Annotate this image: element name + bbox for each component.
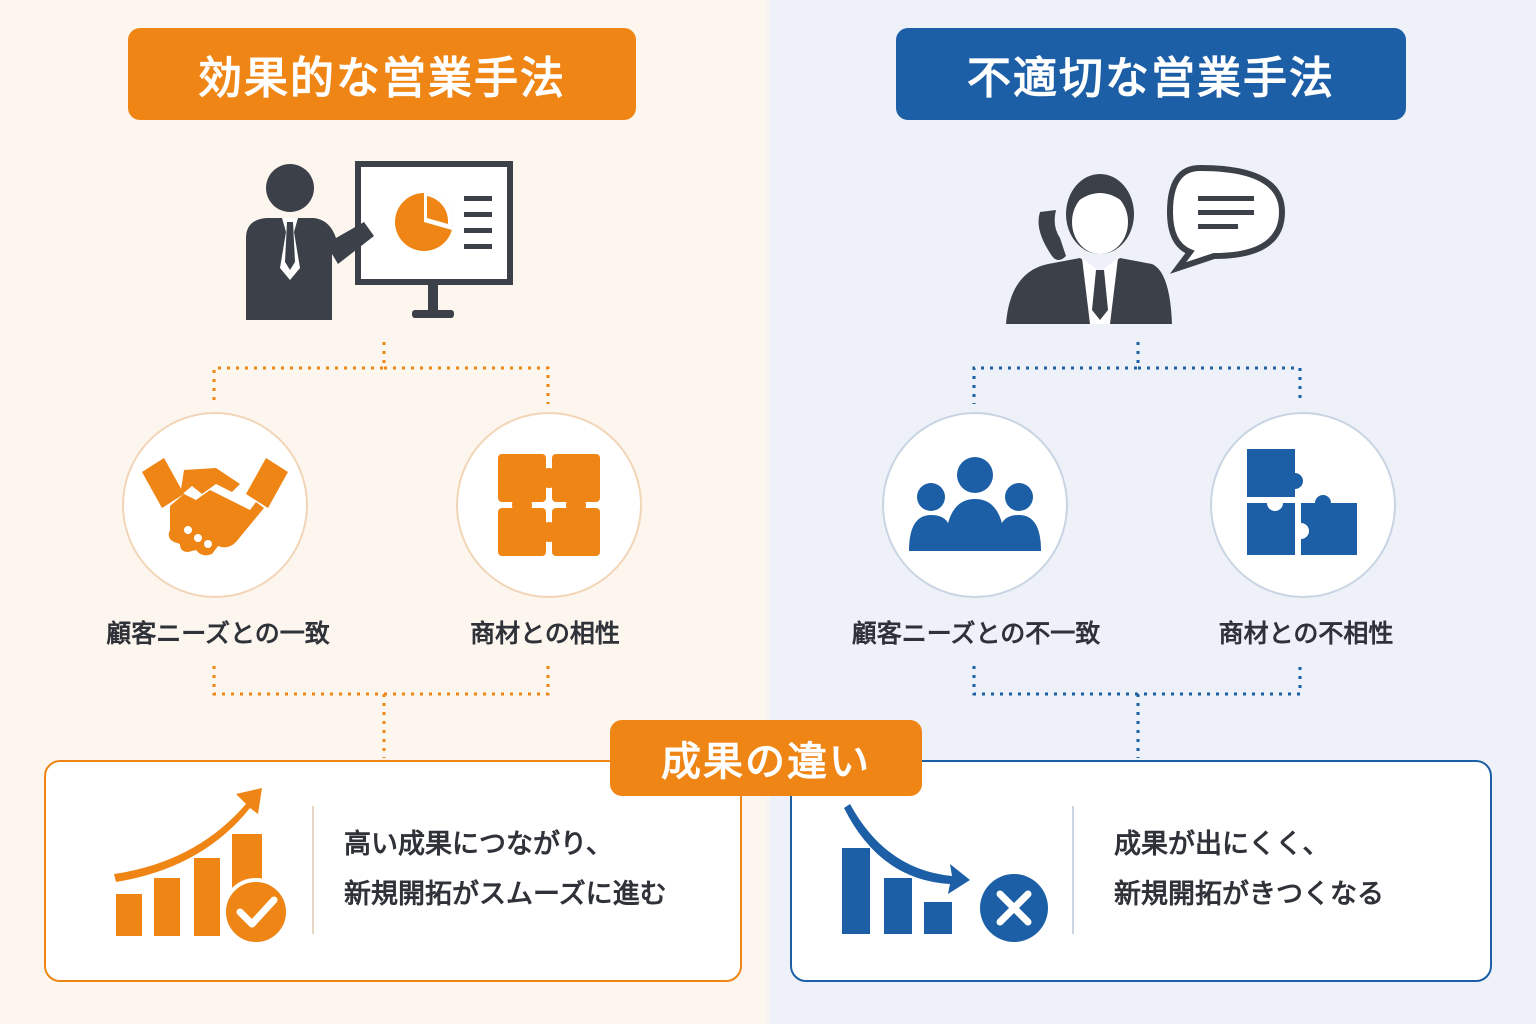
inappropriate-method-title: 不適切な営業手法 — [896, 28, 1406, 120]
handshake-circle — [122, 412, 308, 598]
positive-result-box — [44, 760, 742, 982]
positive-result-line2: 新規開拓がスムーズに進む — [344, 879, 667, 910]
product-fit-label: 商材との相性 — [470, 619, 620, 648]
negative-result-box — [790, 760, 1492, 982]
product-misfit-label: 商材との不相性 — [1218, 619, 1394, 648]
negative-result-text: 成果が出にくく、 新規開拓がきつくなる — [1114, 820, 1384, 920]
phone-salesperson-speech-icon — [1006, 164, 1286, 324]
positive-result-line1: 高い成果につながり、 — [344, 829, 613, 860]
negative-result-line1: 成果が出にくく、 — [1114, 829, 1330, 860]
growth-chart-check-icon — [114, 788, 290, 946]
handshake-icon — [142, 458, 288, 556]
difference-in-results-label: 成果の違い — [610, 720, 922, 796]
customer-needs-mismatch-label: 顧客ニーズとの不一致 — [851, 619, 1101, 648]
negative-result-line2: 新規開拓がきつくなる — [1114, 879, 1384, 910]
customer-needs-match-label: 顧客ニーズとの一致 — [106, 619, 330, 648]
positive-result-text: 高い成果につながり、 新規開拓がスムーズに進む — [344, 820, 667, 920]
people-circle — [882, 412, 1068, 598]
puzzle-mismatch-circle — [1210, 412, 1396, 598]
effective-method-title: 効果的な営業手法 — [128, 28, 636, 120]
puzzle-circle — [456, 412, 642, 598]
presenter-at-screen-icon — [246, 161, 513, 320]
left-box-divider — [312, 806, 314, 934]
right-box-divider — [1072, 806, 1074, 934]
panel-divider — [766, 0, 770, 1024]
puzzle-mismatch-icon — [1247, 449, 1357, 555]
puzzle-complete-icon — [498, 454, 600, 556]
declining-chart-x-icon — [842, 804, 1048, 942]
group-people-icon — [909, 457, 1041, 551]
